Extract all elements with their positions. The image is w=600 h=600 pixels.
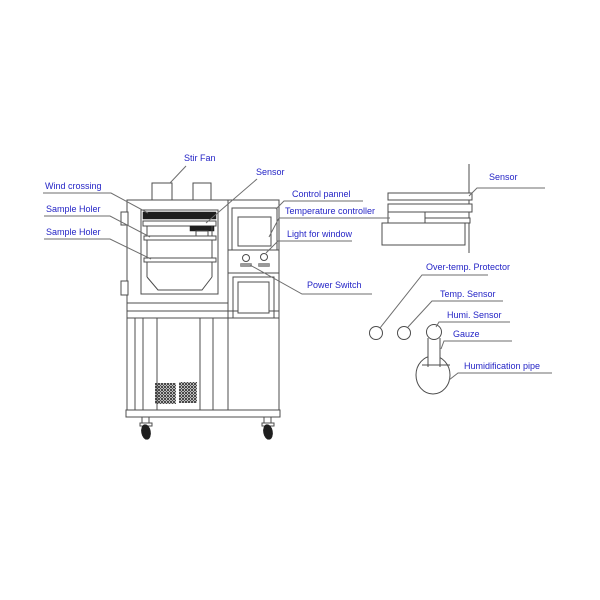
label-sensor-top: Sensor bbox=[256, 167, 285, 177]
controller-screen bbox=[237, 216, 272, 247]
leader-over-temp-protector bbox=[379, 274, 488, 329]
leader-wind-crossing bbox=[43, 192, 149, 214]
power-button bbox=[242, 254, 250, 262]
sensor-bar-1 bbox=[387, 192, 473, 201]
label-sample-holer-1: Sample Holer bbox=[46, 204, 101, 214]
leader-gauze bbox=[440, 340, 512, 350]
leader-sensor-right bbox=[468, 187, 545, 197]
sensor-assembly-detail bbox=[369, 324, 451, 395]
wind-crossing-duct bbox=[142, 211, 217, 220]
stir-fan-housing-right bbox=[192, 182, 212, 201]
label-temperature-controller: Temperature controller bbox=[285, 206, 376, 216]
light-button-caption bbox=[258, 263, 270, 267]
leader-power-switch bbox=[249, 264, 372, 295]
air-duct-lower-bar bbox=[142, 220, 217, 227]
chamber-front-view bbox=[120, 182, 281, 440]
label-humidification-pipe: Humidification pipe bbox=[464, 361, 541, 371]
leader-sample-holer-2 bbox=[44, 238, 152, 260]
label-humi-sensor: Humi. Sensor bbox=[447, 310, 502, 320]
lower-panel-lines bbox=[134, 318, 214, 410]
leader-temperature-controller bbox=[268, 217, 390, 238]
over-temp-protector-bulb bbox=[369, 326, 383, 340]
power-button-caption bbox=[240, 263, 252, 267]
sample-holder-shelf-2 bbox=[143, 257, 217, 263]
label-over-temp-protector: Over-temp. Protector bbox=[426, 262, 511, 272]
label-control-pannel: Control pannel bbox=[292, 189, 351, 199]
leader-humi-sensor bbox=[435, 321, 510, 328]
light-button bbox=[260, 253, 268, 261]
interior-sensor-box bbox=[189, 225, 215, 232]
leader-temp-sensor bbox=[407, 300, 503, 328]
switch-band-lines bbox=[228, 249, 279, 274]
door-hinge-top bbox=[120, 211, 129, 226]
leader-control-pannel bbox=[275, 200, 363, 210]
base-frame bbox=[125, 409, 281, 418]
label-sample-holer-2: Sample Holer bbox=[46, 227, 101, 237]
leader-lines bbox=[43, 165, 552, 381]
vent-grille-left bbox=[155, 383, 176, 404]
label-light-for-window: Light for window bbox=[287, 229, 353, 239]
temp-sensor-bulb bbox=[397, 326, 411, 340]
label-temp-sensor: Temp. Sensor bbox=[440, 289, 496, 299]
sensor-step-bar bbox=[424, 217, 471, 224]
label-power-switch: Power Switch bbox=[307, 280, 362, 290]
sensor-bar-2 bbox=[387, 203, 473, 213]
label-sensor-right: Sensor bbox=[489, 172, 518, 182]
sensor-section-view bbox=[381, 164, 473, 253]
leader-sensor-top bbox=[205, 178, 258, 224]
sensor-step-block bbox=[387, 211, 426, 224]
lower-window-frame bbox=[232, 276, 275, 319]
label-stir-fan: Stir Fan bbox=[184, 153, 216, 163]
leader-humidification-pipe bbox=[448, 372, 552, 381]
stir-fan-housing-left bbox=[151, 182, 173, 201]
window-bottom-chamfer bbox=[146, 276, 213, 291]
humi-sensor-bulb bbox=[426, 324, 442, 340]
caster-left bbox=[139, 416, 153, 440]
caster-right bbox=[261, 416, 275, 440]
vent-grille-right bbox=[179, 382, 197, 403]
gauze-wick-tube bbox=[427, 338, 441, 367]
door-hinge-bottom bbox=[120, 280, 129, 296]
sensor-base-block bbox=[381, 222, 466, 246]
label-gauze: Gauze bbox=[453, 329, 480, 339]
sample-holder-shelf-1 bbox=[143, 235, 217, 241]
lower-window-glass bbox=[237, 281, 270, 314]
leader-sample-holer-1 bbox=[44, 215, 151, 238]
interior-sensor-bracket bbox=[195, 230, 209, 237]
leader-stir-fan bbox=[169, 165, 187, 184]
gauze-wick-fill bbox=[428, 338, 440, 367]
label-wind-crossing: Wind crossing bbox=[45, 181, 102, 191]
chamber-side-walls bbox=[146, 226, 213, 277]
leader-light-for-window bbox=[265, 240, 352, 254]
door-window-frame bbox=[140, 209, 219, 295]
